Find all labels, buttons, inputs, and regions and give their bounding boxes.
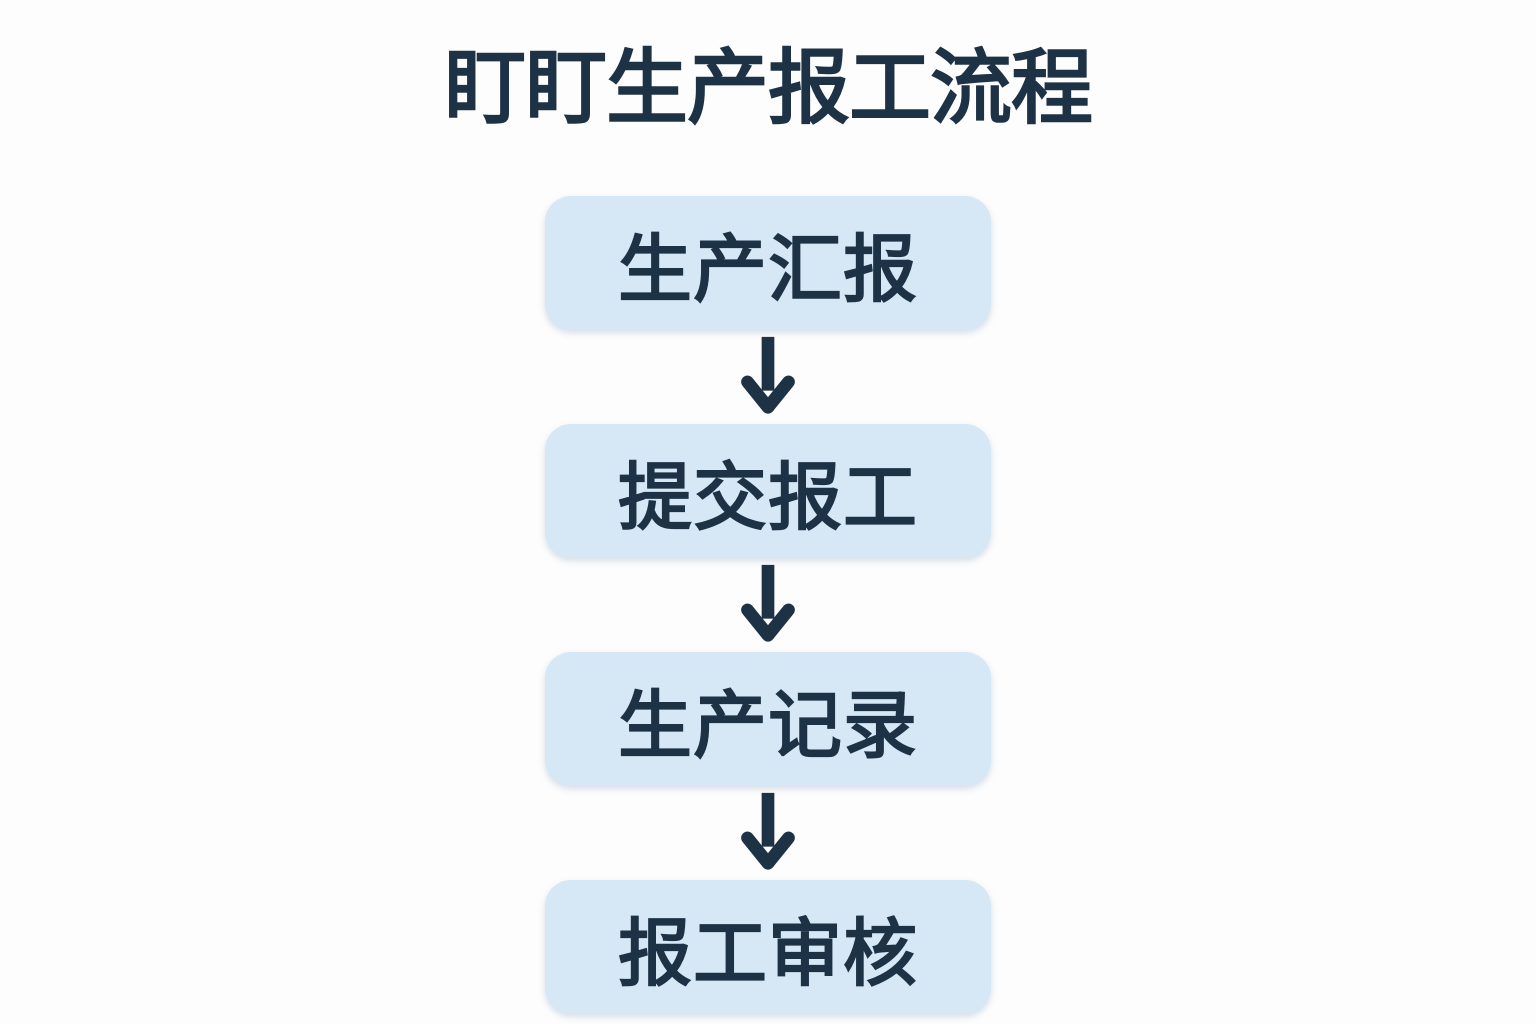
flow-step-label: 生产记录	[618, 682, 918, 769]
arrow-down-icon	[741, 565, 795, 642]
flow-step-work-report-review: 报工审核	[545, 880, 991, 1015]
flow-step-production-report: 生产汇报	[545, 196, 991, 331]
arrow-down-icon	[741, 337, 795, 414]
flow-step-label: 生产汇报	[618, 226, 918, 313]
diagram-title: 盯盯生产报工流程	[443, 41, 1093, 136]
flow-step-production-record: 生产记录	[545, 652, 991, 787]
arrow-down-icon	[741, 793, 795, 870]
flow-step-label: 提交报工	[618, 454, 918, 541]
flow-step-label: 报工审核	[618, 910, 918, 997]
flow-step-submit-work-report: 提交报工	[545, 424, 991, 559]
flow-column: 生产汇报 提交报工 生产记录 报工审核	[545, 196, 991, 1015]
